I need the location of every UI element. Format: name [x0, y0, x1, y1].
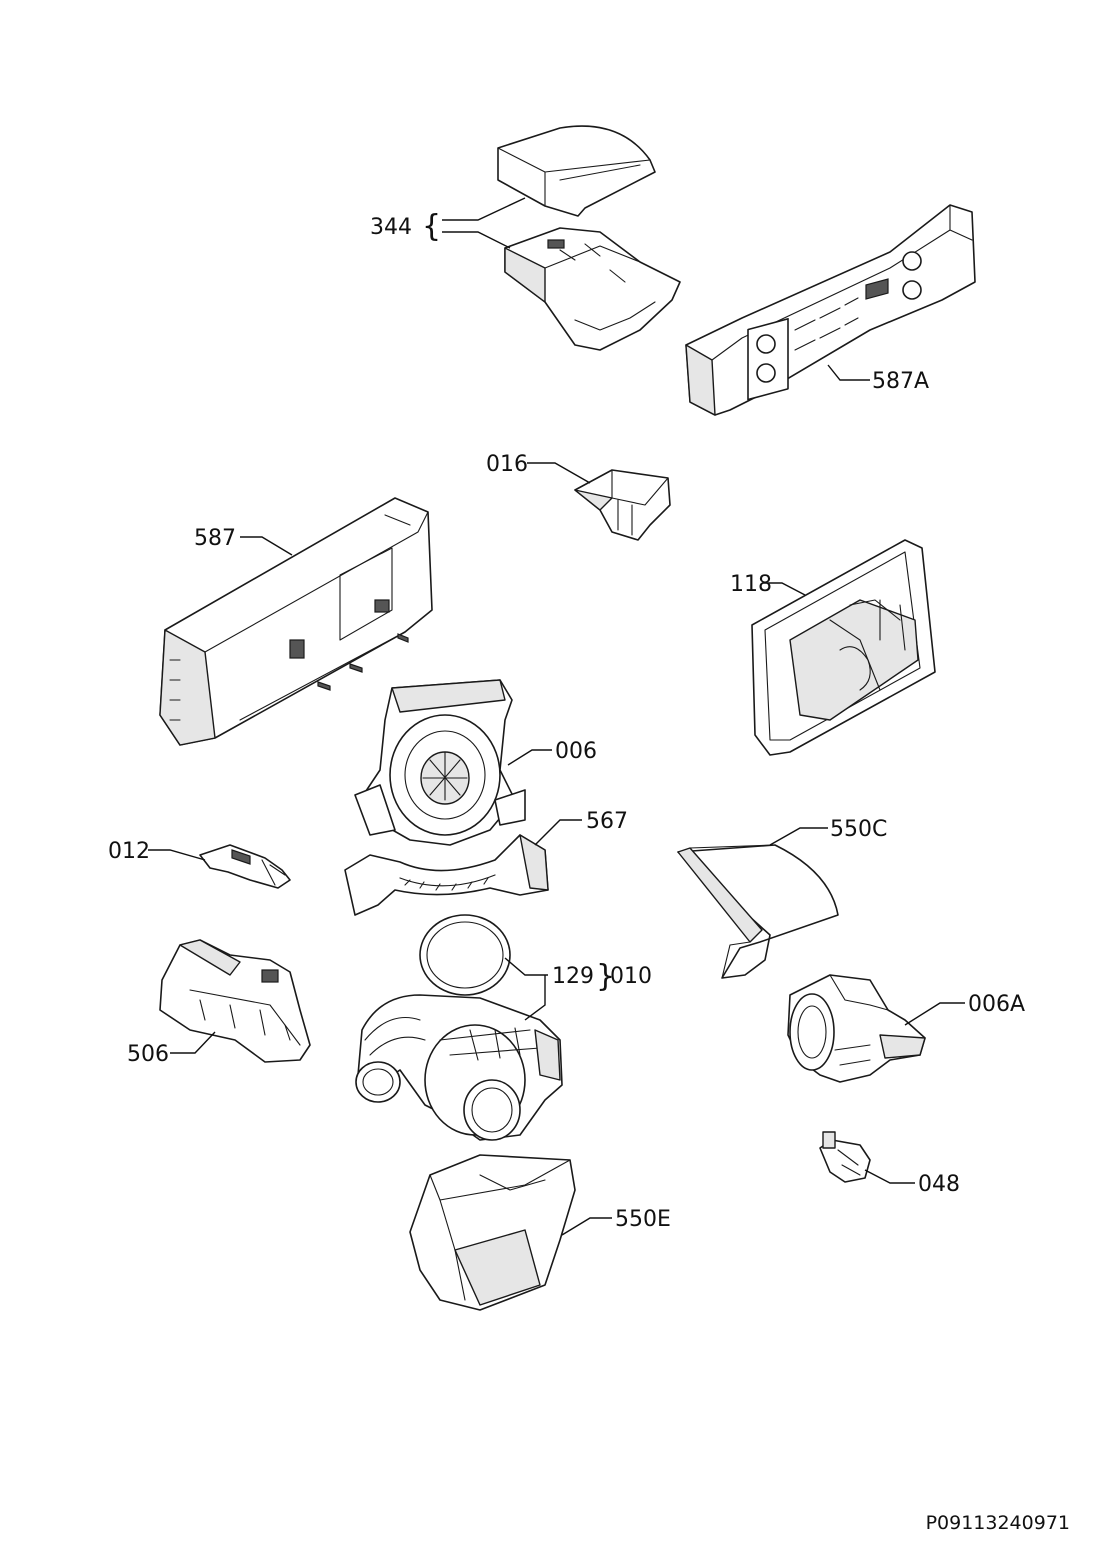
part-344-module	[504, 227, 681, 351]
label-506: 506	[127, 1042, 169, 1067]
brace-010: }	[596, 959, 615, 994]
label-587: 587	[194, 526, 236, 551]
part-006A-drain-pump	[787, 974, 926, 1083]
label-016: 016	[486, 452, 528, 477]
label-587A: 587A	[872, 369, 929, 394]
leader-lines	[148, 197, 965, 1236]
part-506-distributor	[159, 939, 311, 1063]
part-587A-board	[685, 204, 976, 416]
part-012-sensor	[199, 844, 291, 889]
part-587-electronic-module	[159, 497, 433, 746]
brace-344: {	[422, 209, 441, 244]
part-129-seal	[419, 914, 511, 996]
part-550E-cover	[409, 1154, 576, 1311]
part-048-pressure-sensor	[819, 1131, 871, 1183]
document-code: P09113240971	[925, 1512, 1070, 1534]
label-550E: 550E	[615, 1207, 671, 1232]
part-567-support	[344, 834, 549, 916]
label-010: 010	[610, 964, 652, 989]
label-567: 567	[586, 809, 628, 834]
part-550C-cover	[677, 844, 839, 979]
label-012: 012	[108, 839, 150, 864]
part-016-switch	[574, 469, 671, 541]
label-118: 118	[730, 572, 772, 597]
part-344-cover	[497, 125, 656, 217]
label-048: 048	[918, 1172, 960, 1197]
label-006: 006	[555, 739, 597, 764]
part-006-pump	[354, 679, 526, 846]
part-118-dispenser	[751, 539, 936, 756]
label-006A: 006A	[968, 992, 1025, 1017]
label-550C: 550C	[830, 817, 887, 842]
part-010-heat-pump	[355, 994, 563, 1141]
label-344: 344	[370, 215, 412, 240]
label-129: 129	[552, 964, 594, 989]
